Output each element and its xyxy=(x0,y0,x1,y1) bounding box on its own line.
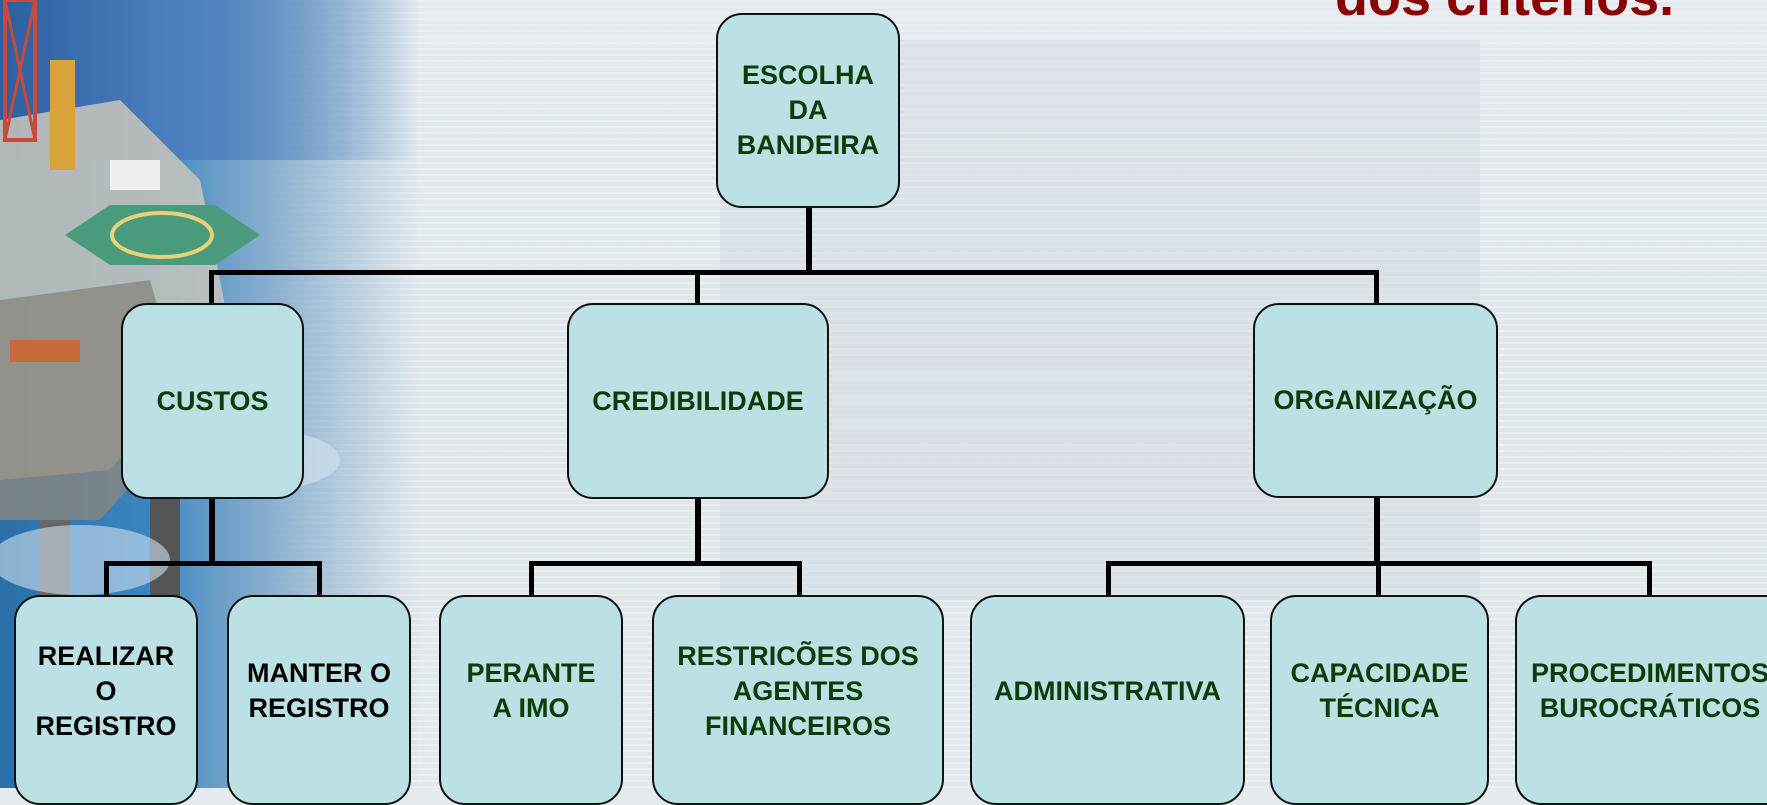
node-label: ORGANIZAÇÃO xyxy=(1273,385,1478,415)
node-label: PROCEDIMENTOS BUROCRÁTICOS xyxy=(1531,658,1767,723)
connector-restricoes-up xyxy=(797,561,802,596)
connector-realizar-up xyxy=(104,561,109,596)
node-perante-a-imo: PERANTE A IMO xyxy=(439,595,623,805)
node-escolha-da-bandeira: ESCOLHA DA BANDEIRA xyxy=(716,13,900,208)
connector-custos-bus xyxy=(104,561,322,566)
node-label: ADMINISTRATIVA xyxy=(994,675,1221,706)
node-capacidade-tecnica: CAPACIDADE TÉCNICA xyxy=(1270,595,1489,805)
node-realizar-o-registro: REALIZAR O REGISTRO xyxy=(14,595,198,805)
connector-root-down xyxy=(806,206,812,273)
connector-organizacao-up xyxy=(1374,270,1379,305)
node-procedimentos-burocraticos: PROCEDIMENTOS BUROCRÁTICOS xyxy=(1515,595,1767,805)
node-manter-o-registro: MANTER O REGISTRO xyxy=(227,595,411,805)
connector-custos-down xyxy=(209,498,215,564)
connector-custos-up xyxy=(209,270,214,305)
node-label: MANTER O REGISTRO xyxy=(247,658,391,723)
connector-credibilidade-bus xyxy=(529,561,802,566)
node-administrativa: ADMINISTRATIVA xyxy=(970,595,1245,805)
node-credibilidade: CREDIBILIDADE xyxy=(567,303,829,499)
node-organizacao: ORGANIZAÇÃO xyxy=(1253,303,1498,498)
node-label: PERANTE A IMO xyxy=(466,658,596,723)
connector-procedimentos-up xyxy=(1647,561,1652,596)
connector-manter-up xyxy=(317,561,322,596)
connector-capacidade-up xyxy=(1376,561,1381,596)
connector-perante-up xyxy=(529,561,534,596)
node-custos: CUSTOS xyxy=(121,303,304,499)
node-label: CREDIBILIDADE xyxy=(592,385,804,416)
node-label: RESTRICÕES DOS AGENTES FINANCEIROS xyxy=(677,640,919,741)
node-label: REALIZAR O REGISTRO xyxy=(35,640,177,741)
slide-title-fragment: dos critérios. xyxy=(1335,0,1674,28)
node-restricoes-dos-agentes-financeiros: RESTRICÕES DOS AGENTES FINANCEIROS xyxy=(652,595,944,805)
connector-credibilidade-up xyxy=(695,270,700,305)
connector-credibilidade-down xyxy=(695,498,701,564)
node-label: ESCOLHA DA BANDEIRA xyxy=(736,60,880,160)
node-label: CAPACIDADE TÉCNICA xyxy=(1290,658,1469,723)
node-label: CUSTOS xyxy=(156,385,269,416)
connector-organizacao-down xyxy=(1374,497,1380,564)
connector-level1-bus xyxy=(209,270,1379,275)
connector-administrativa-up xyxy=(1106,561,1111,596)
